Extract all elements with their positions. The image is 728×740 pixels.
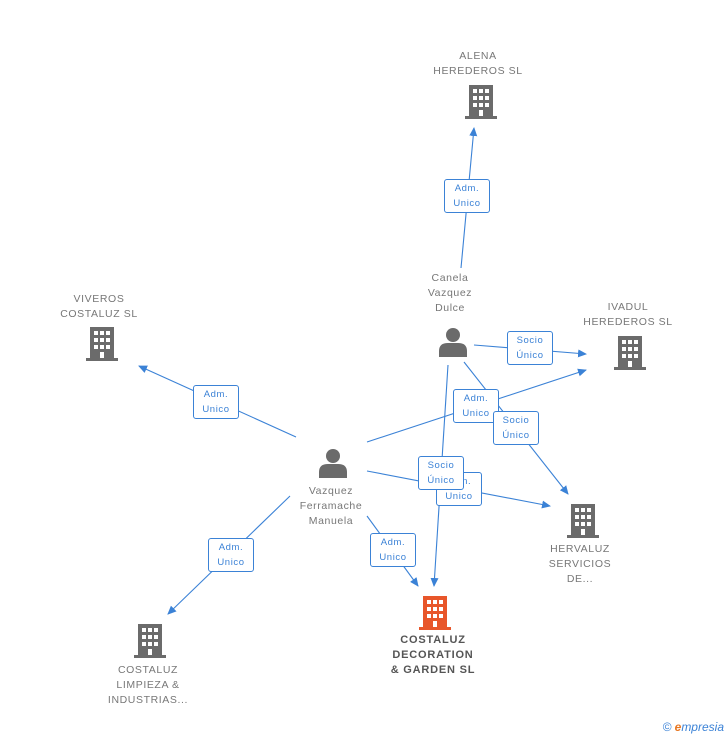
edge-label-vazquez-limpieza: Adm. Unico xyxy=(208,538,254,572)
node-label-hervaluz[interactable]: HERVALUZ SERVICIOS DE... xyxy=(548,543,612,585)
person-icon[interactable] xyxy=(318,448,348,478)
building-icon[interactable] xyxy=(86,327,118,361)
building-icon[interactable] xyxy=(134,624,166,658)
main-building-icon[interactable] xyxy=(419,596,451,630)
person-icon[interactable] xyxy=(438,327,468,357)
brand-logo-e: e xyxy=(674,720,682,734)
node-label-costaluz-decoration[interactable]: COSTALUZ DECORATION & GARDEN SL xyxy=(390,634,476,676)
edge-label-canela-ivadul: Socio Único xyxy=(507,331,553,365)
building-icon[interactable] xyxy=(465,85,497,119)
edge-label-canela-costaluz: Socio Único xyxy=(418,456,464,490)
node-label-alena[interactable]: ALENA HEREDEROS SL xyxy=(433,50,523,77)
node-label-canela[interactable]: Canela Vazquez Dulce xyxy=(427,272,473,314)
node-label-ivadul[interactable]: IVADUL HEREDEROS SL xyxy=(583,301,673,328)
edge-label-canela-hervaluz: Socio Único xyxy=(493,411,539,445)
edge-label-vazquez-ivadul: Adm. Unico xyxy=(453,389,499,423)
empresia-watermark[interactable]: ©empresia xyxy=(663,720,724,734)
edge-label-vazquez-viveros: Adm. Unico xyxy=(193,385,239,419)
copyright-icon: © xyxy=(662,720,672,734)
edge-label-canela-alena: Adm. Unico xyxy=(444,179,490,213)
node-label-costaluz-limpieza[interactable]: COSTALUZ LIMPIEZA & INDUSTRIAS... xyxy=(107,664,189,706)
edge-label-vazquez-costaluz: Adm. Unico xyxy=(370,533,416,567)
edges xyxy=(138,127,587,615)
node-label-vazquez[interactable]: Vazquez Ferramache Manuela xyxy=(299,485,363,527)
brand-logo-text: mpresia xyxy=(681,720,724,734)
node-label-viveros[interactable]: VIVEROS COSTALUZ SL xyxy=(60,293,138,320)
building-icon[interactable] xyxy=(567,504,599,538)
building-icon[interactable] xyxy=(614,336,646,370)
